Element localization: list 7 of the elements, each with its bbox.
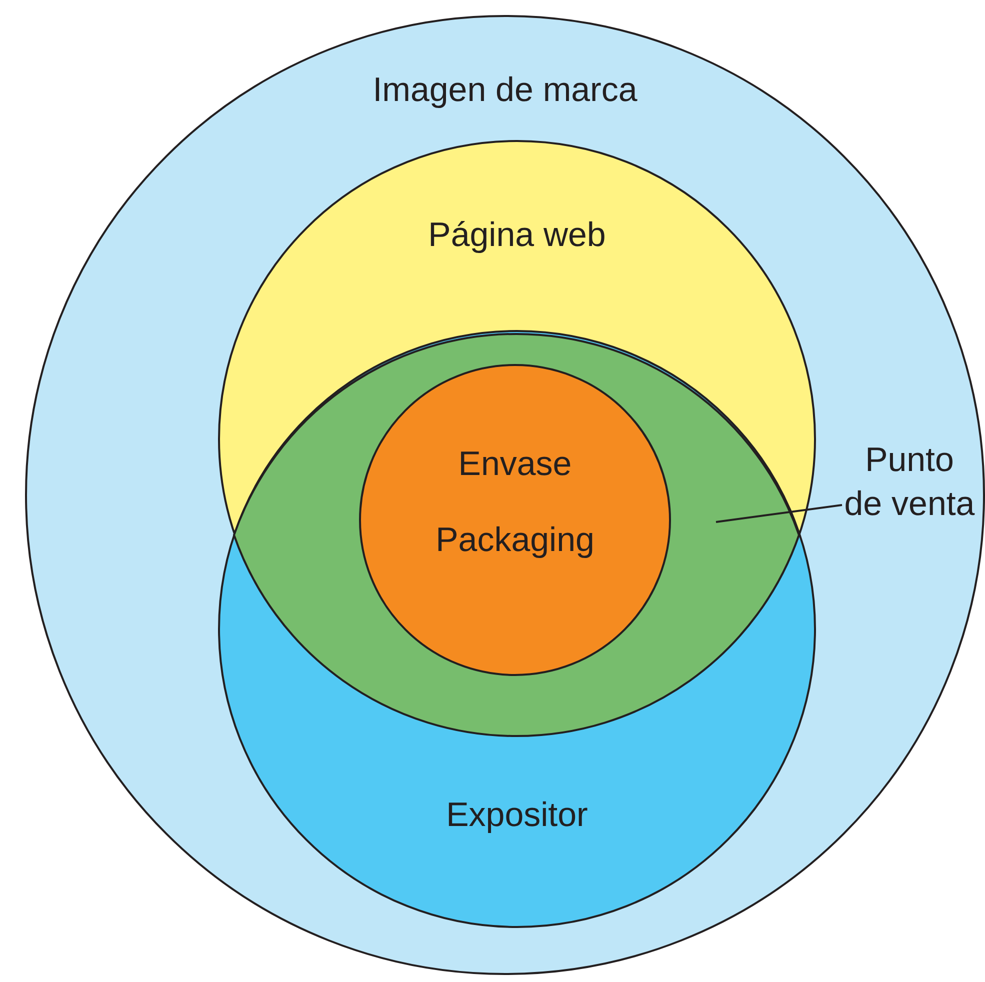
callout-label: Punto de venta: [843, 440, 976, 525]
region-label: Envase: [457, 444, 573, 484]
region-label: Expositor: [445, 795, 589, 835]
leader-line: [716, 504, 842, 523]
region-label: Packaging: [434, 520, 596, 560]
region-label: Imagen de marca: [372, 70, 638, 110]
region-label: Página web: [427, 215, 607, 255]
